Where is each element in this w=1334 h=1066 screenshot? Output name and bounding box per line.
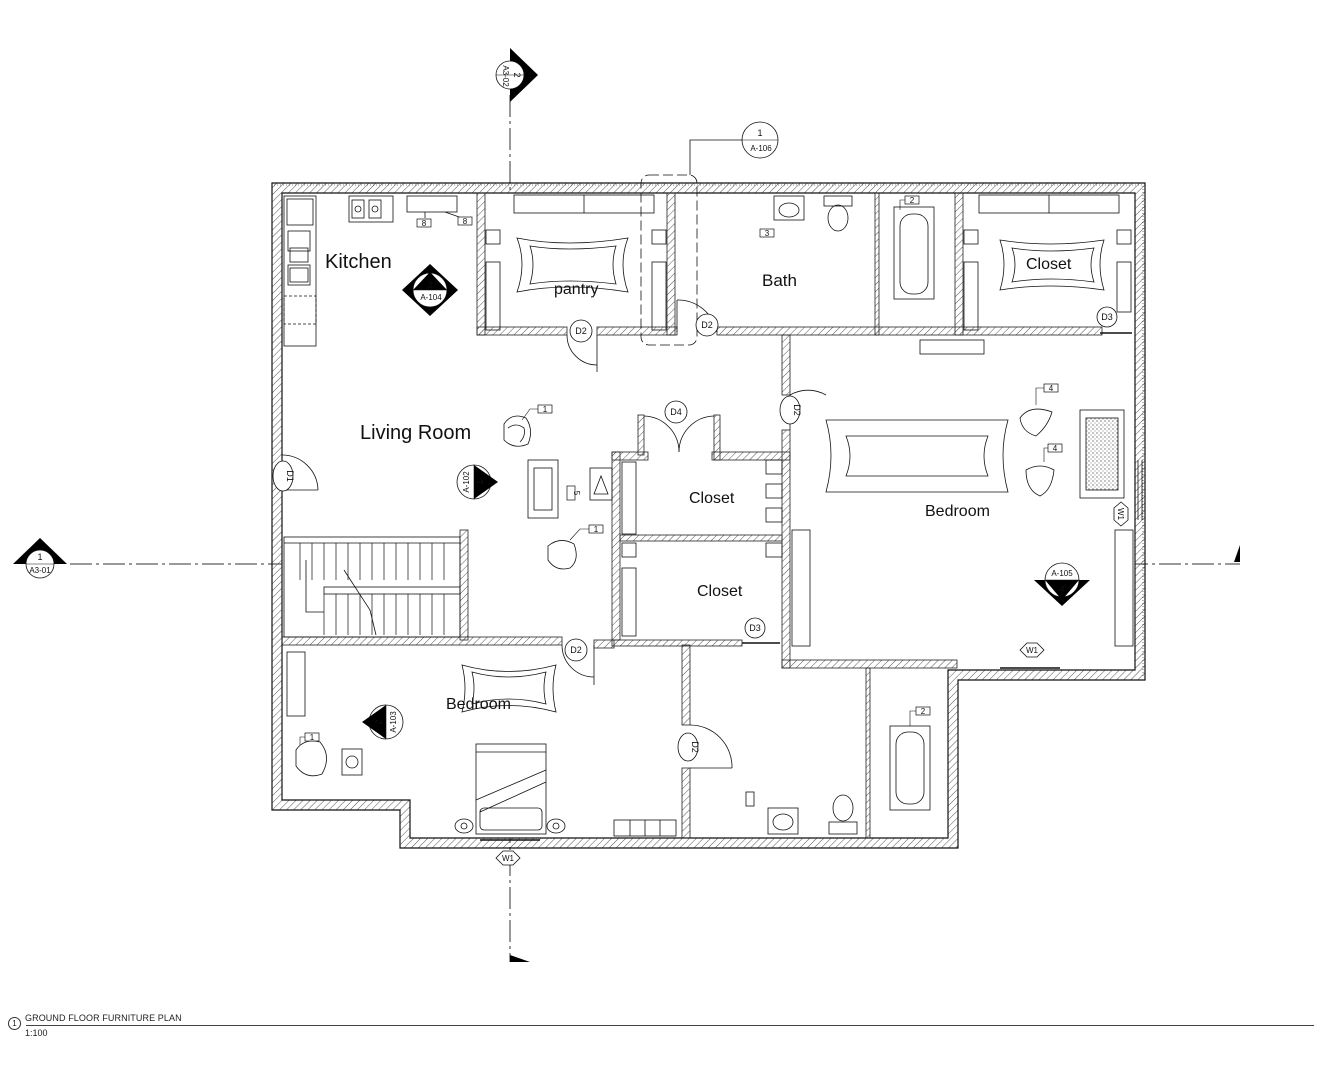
- exterior-walls: [271, 182, 1146, 849]
- door-tag-d1: D1: [285, 470, 295, 482]
- east-bedroom-furniture: [791, 339, 1143, 647]
- kitchen-fixtures: [283, 195, 463, 347]
- grid-marker-1: 1 A3-01: [13, 538, 67, 579]
- elevation-marker-bedroom-sw-number: 2: [374, 719, 384, 724]
- grid-marker-2: 2 A3-02: [495, 48, 538, 102]
- door-tags: [272, 306, 1118, 762]
- door-tag-d2-bedroom-east: D2: [792, 404, 802, 416]
- view-number-bubble: 1: [8, 1017, 21, 1030]
- grid-marker-1-sheet: A3-01: [29, 566, 51, 575]
- furniture-tag-3: 3: [765, 229, 770, 238]
- detail-marker-top: 1 A-106: [741, 121, 779, 159]
- furniture-tag-2-south: 2: [921, 707, 926, 716]
- grid-end-marker-east: [1234, 545, 1240, 562]
- furniture-tag-8a: 8: [422, 219, 427, 228]
- detail-marker-top-number: 1: [757, 128, 762, 138]
- room-label-bedroom-east: Bedroom: [925, 503, 990, 520]
- sw-bedroom-furniture: [286, 651, 677, 837]
- room-label-closet-ne: Closet: [1026, 256, 1072, 273]
- elevation-marker-kitchen: 3 A-104: [402, 264, 458, 316]
- detail-marker-top-sheet: A-106: [750, 144, 772, 153]
- elevation-marker-living-number: 1: [475, 479, 485, 484]
- furniture-tag-boxes: [304, 195, 1063, 742]
- drawing-title: GROUND FLOOR FURNITURE PLAN: [25, 1013, 182, 1023]
- furniture-tag-leaders: [299, 199, 1048, 745]
- room-label-pantry: pantry: [554, 281, 598, 298]
- window-tags: [495, 501, 1129, 866]
- window-tag-w1-south: W1: [502, 854, 515, 863]
- bath-fixtures: [745, 195, 935, 835]
- furniture-tag-1-bedroom: 1: [310, 733, 315, 742]
- staircase: [283, 536, 461, 638]
- rugs: [461, 237, 1105, 713]
- room-label-bath: Bath: [762, 271, 797, 290]
- elevation-marker-kitchen-sheet: A-104: [420, 293, 442, 302]
- grid-marker-2-number: 2: [512, 72, 522, 77]
- elevation-marker-bedroom-e-number: 4: [1059, 584, 1064, 594]
- room-label-living-room: Living Room: [360, 422, 471, 444]
- drawing-scale: 1:100: [25, 1028, 48, 1038]
- furniture-tag-2-bath: 2: [910, 196, 915, 205]
- title-underline: [26, 1025, 1314, 1026]
- room-label-kitchen: Kitchen: [325, 251, 392, 273]
- room-label-bedroom-sw: Bedroom: [446, 696, 511, 713]
- room-label-closet-center-2: Closet: [697, 583, 743, 600]
- elevation-marker-bedroom-sw-sheet: A-103: [389, 711, 398, 733]
- elevation-marker-kitchen-number: 3: [427, 280, 432, 290]
- furniture-tag-4b: 4: [1053, 444, 1058, 453]
- elevation-marker-bedroom-e: A-105 4: [1034, 562, 1090, 606]
- door-tag-d3-closet-center: D3: [749, 623, 761, 633]
- living-room-furniture: [503, 415, 613, 570]
- elevation-marker-living-sheet: A-102: [462, 471, 471, 493]
- grid-marker-2-sheet: A3-02: [501, 65, 510, 87]
- window-tag-w1-south-east: W1: [1026, 646, 1039, 655]
- furniture-tag-8b: 8: [463, 217, 468, 226]
- grid-marker-1-number: 1: [37, 552, 42, 562]
- built-in-shelving: [485, 194, 1132, 637]
- door-tag-d2-bedroom-sw: D2: [570, 645, 582, 655]
- door-tag-d2-bath: D2: [701, 320, 713, 330]
- door-tag-d2-south: D2: [690, 741, 700, 753]
- window-tag-w1-east: W1: [1116, 508, 1125, 521]
- furniture-tag-1-living-a: 1: [543, 405, 548, 414]
- furniture-tag-1-living-b: 1: [594, 525, 599, 534]
- elevation-marker-living: 1 A-102: [456, 464, 498, 500]
- door-tag-d3-closet-ne: D3: [1101, 312, 1113, 322]
- room-label-closet-center-1: Closet: [689, 490, 735, 507]
- grid-end-marker-south: [510, 955, 530, 962]
- interior-walls: [281, 192, 1103, 839]
- furniture-tag-4a: 4: [1049, 384, 1054, 393]
- door-tag-d4: D4: [670, 407, 682, 417]
- door-tag-d2-pantry: D2: [575, 326, 587, 336]
- furniture-tag-5: 5: [572, 491, 581, 496]
- detail-callout-box: [640, 139, 742, 346]
- elevation-marker-bedroom-e-sheet: A-105: [1051, 569, 1073, 578]
- elevation-marker-bedroom-sw: 2 A-103: [362, 704, 404, 740]
